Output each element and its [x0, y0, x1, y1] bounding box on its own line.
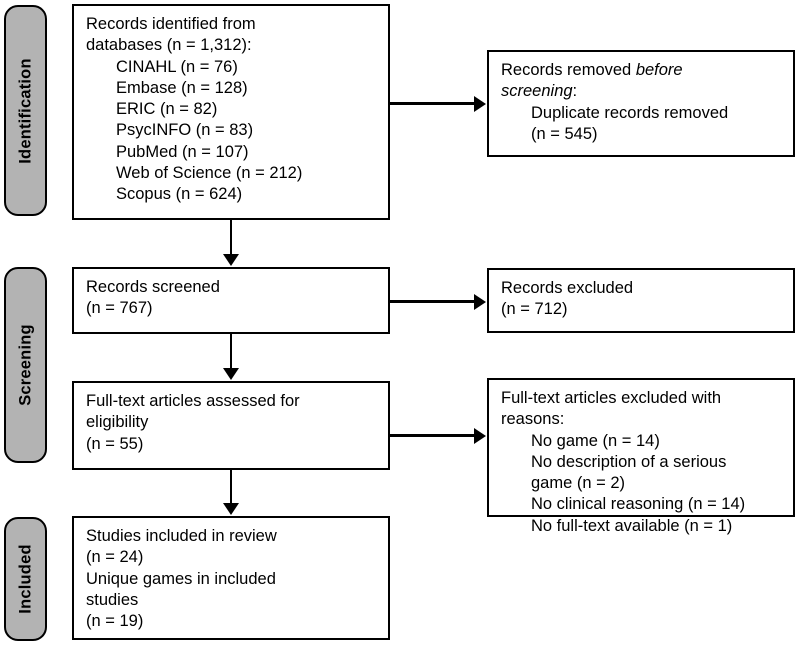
box-line: No game (n = 14) — [531, 431, 660, 450]
box-line-text: Records removed — [501, 61, 636, 79]
arrow-screened-to-fulltext — [222, 368, 239, 380]
box-records-screened: Records screened (n = 767) — [72, 267, 390, 334]
box-fulltext-excluded: Full-text articles excluded with reasons… — [487, 378, 795, 535]
stage-tab-included-label: Included — [16, 544, 34, 614]
box-line: ERIC (n = 82) — [116, 100, 218, 119]
box-line: Web of Science (n = 212) — [116, 163, 303, 182]
box-line: Embase (n = 128) — [116, 78, 248, 97]
box-line: (n = 55) — [86, 434, 144, 453]
box-records-excluded: Records excluded (n = 712) — [487, 268, 795, 333]
arrow-fulltext-to-excluded — [474, 427, 486, 444]
box-line: No full-text available (n = 1) — [531, 516, 733, 535]
stage-tab-identification-label: Identification — [16, 57, 34, 164]
box-line: PubMed (n = 107) — [116, 142, 249, 161]
connector-identified-to-screened — [229, 220, 232, 256]
box-line: PsycINFO (n = 83) — [116, 121, 254, 140]
box-line-emphasis: screening — [501, 82, 573, 101]
box-line: Duplicate records removed — [531, 103, 729, 122]
box-line: (n = 24) — [86, 548, 144, 567]
box-line: Full-text articles excluded with — [501, 389, 722, 407]
box-records-identified: Records identified from databases (n = 1… — [72, 4, 390, 220]
box-line: (n = 19) — [86, 612, 144, 631]
connector-fulltext-to-included — [229, 470, 232, 504]
box-line: Studies included in review — [86, 527, 277, 545]
box-line: Unique games in included — [86, 569, 276, 588]
box-line: (n = 712) — [501, 300, 568, 319]
box-line: No description of a serious — [531, 452, 727, 471]
box-line: (n = 767) — [86, 299, 153, 318]
connector-fulltext-to-excluded — [390, 434, 477, 437]
box-line: Records screened — [86, 278, 220, 296]
box-line-emphasis: before — [635, 61, 683, 79]
box-line: game (n = 2) — [531, 474, 626, 493]
box-line: No clinical reasoning (n = 14) — [531, 495, 746, 514]
box-line: databases (n = 1,312): — [86, 36, 252, 55]
box-line: CINAHL (n = 76) — [116, 57, 238, 76]
box-records-removed: Records removed before screening: Duplic… — [487, 50, 795, 157]
connector-screened-to-excluded — [390, 300, 477, 303]
box-line: Full-text articles assessed for — [86, 392, 300, 410]
stage-tab-screening-label: Screening — [16, 324, 34, 406]
box-line: Records identified from — [86, 15, 256, 33]
arrow-screened-to-excluded — [474, 293, 486, 310]
box-line: Scopus (n = 624) — [116, 185, 243, 204]
box-line: Records removed before — [501, 60, 783, 81]
box-line: (n = 545) — [531, 124, 598, 143]
arrow-fulltext-to-included — [222, 503, 239, 515]
connector-screened-to-fulltext — [229, 334, 232, 370]
box-line: eligibility — [86, 413, 149, 432]
connector-identified-to-removed — [390, 102, 477, 105]
stage-tab-included: Included — [4, 517, 47, 641]
box-line: studies — [86, 590, 139, 609]
arrow-identified-to-removed — [474, 95, 486, 112]
box-line: reasons: — [501, 410, 565, 429]
box-fulltext-assessed: Full-text articles assessed for eligibil… — [72, 381, 390, 470]
stage-tab-screening: Screening — [4, 267, 47, 463]
box-line-text: : — [572, 82, 578, 101]
arrow-identified-to-screened — [222, 254, 239, 266]
stage-tab-identification: Identification — [4, 5, 47, 216]
box-line: screening: — [501, 81, 783, 102]
box-studies-included: Studies included in review (n = 24) Uniq… — [72, 516, 390, 640]
box-line: Records excluded — [501, 279, 634, 297]
